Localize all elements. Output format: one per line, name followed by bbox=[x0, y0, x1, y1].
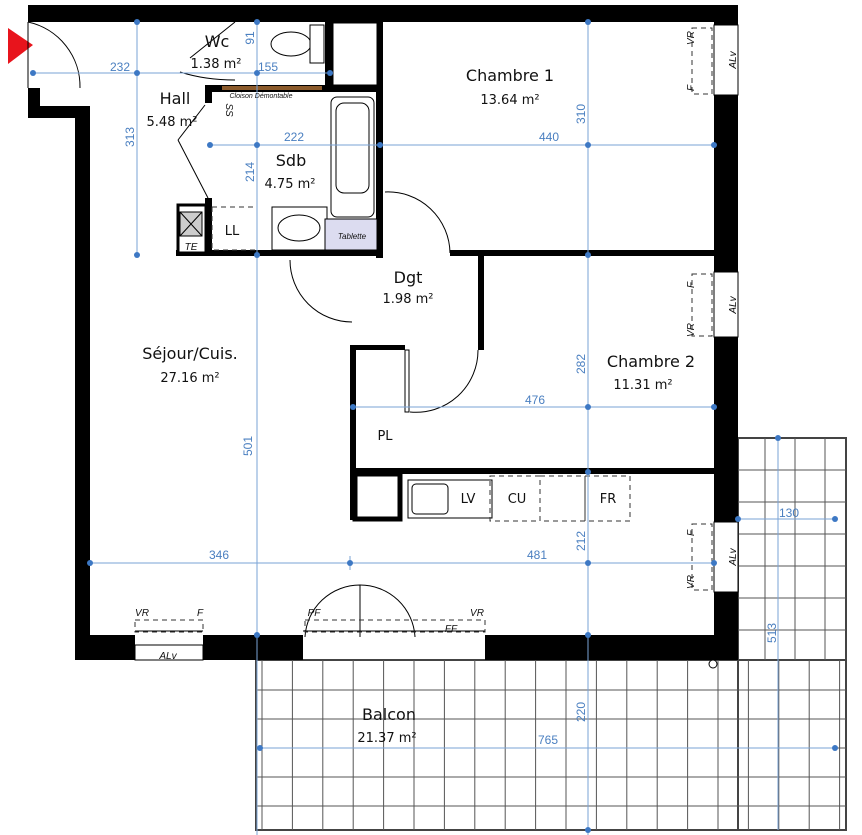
vr-label: VR bbox=[686, 31, 697, 45]
dimension-dot bbox=[735, 516, 741, 522]
dimension-label: 222 bbox=[284, 130, 304, 144]
dimension-dot bbox=[257, 745, 263, 751]
dimension-label: 130 bbox=[779, 506, 799, 520]
dimension-dot bbox=[30, 70, 36, 76]
room-name-sejour: Séjour/Cuis. bbox=[142, 344, 238, 363]
dimension-label: 91 bbox=[243, 31, 257, 45]
pl-label: PL bbox=[377, 429, 393, 444]
room-name-balcon: Balcon bbox=[362, 705, 416, 724]
room-area-dgt: 1.98 m² bbox=[383, 292, 434, 307]
dimension-label: 476 bbox=[525, 393, 545, 407]
fr-label: FR bbox=[600, 492, 617, 507]
doors bbox=[27, 21, 485, 638]
dimension-label: 765 bbox=[538, 733, 558, 747]
dimension-dot bbox=[585, 827, 591, 833]
room-name-chambre1: Chambre 1 bbox=[466, 66, 554, 85]
room-area-balcon: 21.37 m² bbox=[357, 731, 416, 746]
room-name-sdb: Sdb bbox=[276, 151, 306, 170]
dimension-label: 513 bbox=[765, 623, 779, 643]
dimension-dot bbox=[327, 70, 333, 76]
vr-label: VR bbox=[135, 608, 149, 619]
cu-label: CU bbox=[508, 492, 527, 507]
fixtures bbox=[134, 24, 718, 669]
dimension-label: 313 bbox=[123, 127, 137, 147]
dimension-dot bbox=[134, 19, 140, 25]
dimension-label: 346 bbox=[209, 548, 229, 562]
lv-label: LV bbox=[461, 492, 476, 507]
ss-label: SS bbox=[223, 103, 234, 117]
dimension-dot bbox=[711, 560, 717, 566]
te-label: TE bbox=[185, 242, 198, 253]
room-area-chambre1: 13.64 m² bbox=[480, 93, 539, 108]
dimension-dot bbox=[585, 560, 591, 566]
dimension-dot bbox=[832, 516, 838, 522]
dimension-label: 212 bbox=[574, 531, 588, 551]
vr-label: VR bbox=[686, 575, 697, 589]
dimension-dot bbox=[347, 560, 353, 566]
tablette-label: Tablette bbox=[338, 232, 367, 241]
room-name-dgt: Dgt bbox=[394, 268, 423, 287]
dimension-lines bbox=[30, 19, 838, 835]
dimension-dot bbox=[87, 560, 93, 566]
walls bbox=[28, 5, 739, 661]
f-label: F bbox=[686, 529, 697, 536]
dimension-label: 481 bbox=[527, 548, 547, 562]
alv-label: ALv bbox=[728, 295, 739, 314]
dimension-dot bbox=[254, 19, 260, 25]
dimension-label: 232 bbox=[110, 60, 130, 74]
dimension-dot bbox=[134, 252, 140, 258]
dimension-dot bbox=[350, 404, 356, 410]
dimension-label: 155 bbox=[258, 60, 278, 74]
dimension-dot bbox=[254, 632, 260, 638]
f-label: F bbox=[686, 281, 697, 288]
dimension-label: 501 bbox=[241, 436, 255, 456]
room-name-chambre2: Chambre 2 bbox=[607, 352, 695, 371]
dimension-dot bbox=[711, 142, 717, 148]
alv-label: ALv bbox=[728, 50, 739, 69]
dimension-label: 282 bbox=[574, 354, 588, 374]
alv-label: ALv bbox=[728, 547, 739, 566]
dimension-dot bbox=[585, 404, 591, 410]
tablette bbox=[324, 218, 378, 251]
cloison-label: Cloison Démontable bbox=[229, 93, 292, 100]
dimension-dot bbox=[832, 745, 838, 751]
dimension-dot bbox=[585, 252, 591, 258]
dimension-label: 220 bbox=[574, 702, 588, 722]
room-area-hall: 5.48 m² bbox=[147, 115, 198, 130]
ll-label: LL bbox=[225, 224, 240, 239]
dimension-label: 214 bbox=[243, 162, 257, 182]
ff-label: FF bbox=[445, 624, 458, 635]
dimension-dot bbox=[585, 142, 591, 148]
room-area-sdb: 4.75 m² bbox=[265, 177, 316, 192]
vr-label: VR bbox=[686, 323, 697, 337]
alv-label: ALv bbox=[158, 651, 177, 662]
dimension-dot bbox=[775, 435, 781, 441]
balcony-grid bbox=[255, 437, 847, 831]
dimension-dot bbox=[585, 469, 591, 475]
dimension-dot bbox=[254, 70, 260, 76]
dimension-label: 440 bbox=[539, 130, 559, 144]
room-area-chambre2: 11.31 m² bbox=[613, 378, 672, 393]
dimension-label: 310 bbox=[574, 104, 588, 124]
dimension-dot bbox=[711, 404, 717, 410]
dimension-dot bbox=[207, 142, 213, 148]
room-area-sejour: 27.16 m² bbox=[160, 371, 219, 386]
pf-label: PF bbox=[308, 608, 322, 619]
dimension-dot bbox=[134, 70, 140, 76]
room-name-hall: Hall bbox=[160, 89, 191, 108]
room-area-wc: 1.38 m² bbox=[191, 57, 242, 72]
dimension-dot bbox=[585, 632, 591, 638]
entry-arrow-icon bbox=[8, 28, 33, 64]
f-label: F bbox=[686, 84, 697, 91]
f-label: F bbox=[197, 608, 204, 619]
dimension-dot bbox=[254, 252, 260, 258]
dimension-dot bbox=[377, 142, 383, 148]
vr-label: VR bbox=[470, 608, 484, 619]
room-name-wc: Wc bbox=[205, 32, 230, 51]
dimension-dot bbox=[585, 19, 591, 25]
dimension-dot bbox=[254, 142, 260, 148]
